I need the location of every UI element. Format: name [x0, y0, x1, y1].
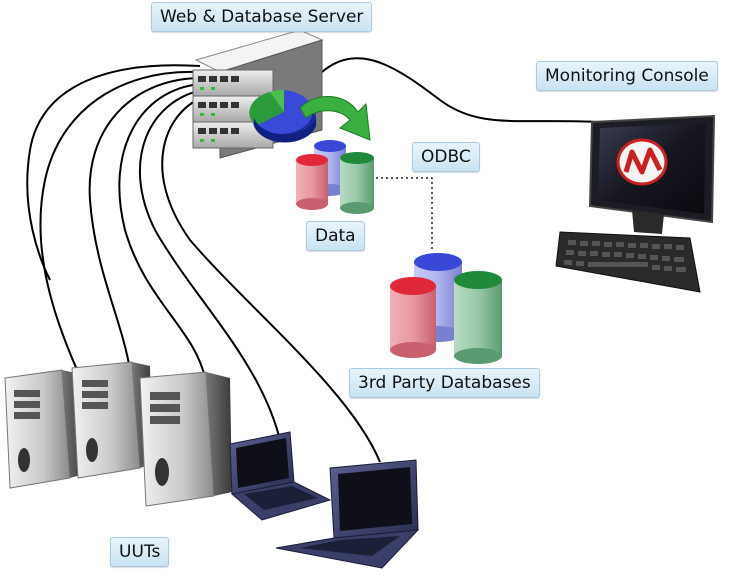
data-label: Data — [306, 221, 365, 251]
keyboard-icon — [555, 231, 701, 293]
third-party-databases-icon — [390, 253, 502, 364]
server-label: Web & Database Server — [151, 2, 373, 32]
uuts-label: UUTs — [110, 537, 170, 567]
tower-pc-icon — [4, 361, 232, 507]
rack-server-icon — [192, 29, 324, 159]
monitoring-console-label: Monitoring Console — [536, 61, 718, 91]
laptop-icon — [229, 431, 420, 569]
third-party-databases-label: 3rd Party Databases — [349, 368, 540, 398]
cable-to-laptop-2 — [161, 95, 381, 463]
green-arrow-icon — [299, 95, 371, 141]
cable-extra — [26, 64, 201, 281]
cable-to-laptop-1 — [139, 89, 281, 441]
cables — [26, 57, 601, 463]
cable-to-monitor — [321, 57, 601, 123]
cable-to-tower-2 — [88, 77, 199, 371]
cable-to-tower-3 — [118, 83, 206, 379]
cable-to-tower-1 — [39, 70, 197, 373]
odbc-connector — [376, 177, 433, 250]
odbc-label: ODBC — [412, 142, 480, 172]
pie-chart-icon — [249, 89, 316, 143]
database-cylinders-icon — [296, 140, 374, 214]
monitor-icon — [588, 114, 716, 234]
